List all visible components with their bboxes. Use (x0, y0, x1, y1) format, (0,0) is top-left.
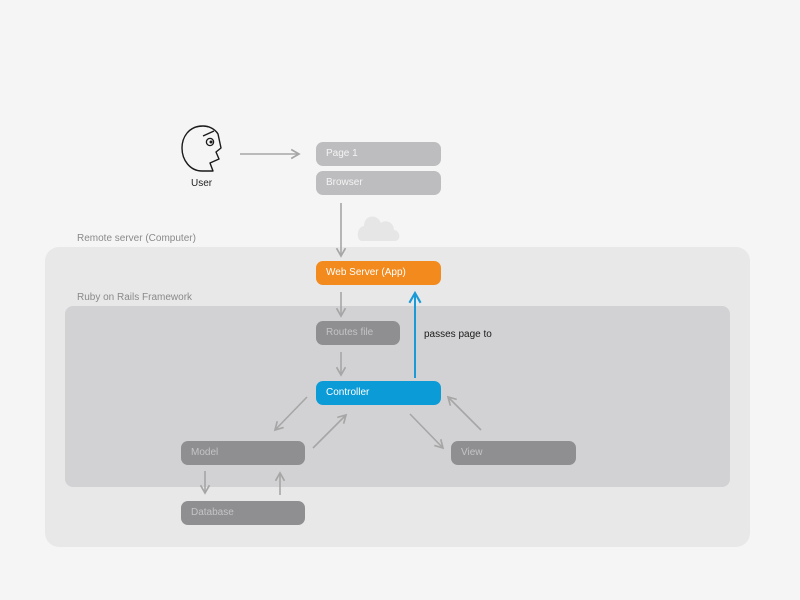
remote-server-label: Remote server (Computer) (77, 233, 196, 244)
cloud-icon (357, 216, 400, 241)
browser-node: Browser (316, 171, 441, 195)
user-label: User (191, 178, 213, 189)
model-node: Model (181, 441, 305, 465)
rails-framework-label: Ruby on Rails Framework (77, 292, 193, 303)
face-icon (181, 125, 222, 172)
arrow-model-to-controller (312, 413, 348, 449)
database-node: Database (181, 501, 305, 525)
view-node: View (451, 441, 576, 465)
routes-node: Routes file (316, 321, 400, 345)
web-server-node: Web Server (App) (316, 261, 441, 285)
page-node: Page 1 (316, 142, 441, 166)
controller-node: Controller (316, 381, 441, 405)
arrow-controller-to-model (273, 396, 308, 432)
arrow-view-to-controller (446, 395, 482, 431)
passes-page-label: passes page to (424, 329, 492, 340)
arrow-controller-to-view (409, 413, 445, 450)
